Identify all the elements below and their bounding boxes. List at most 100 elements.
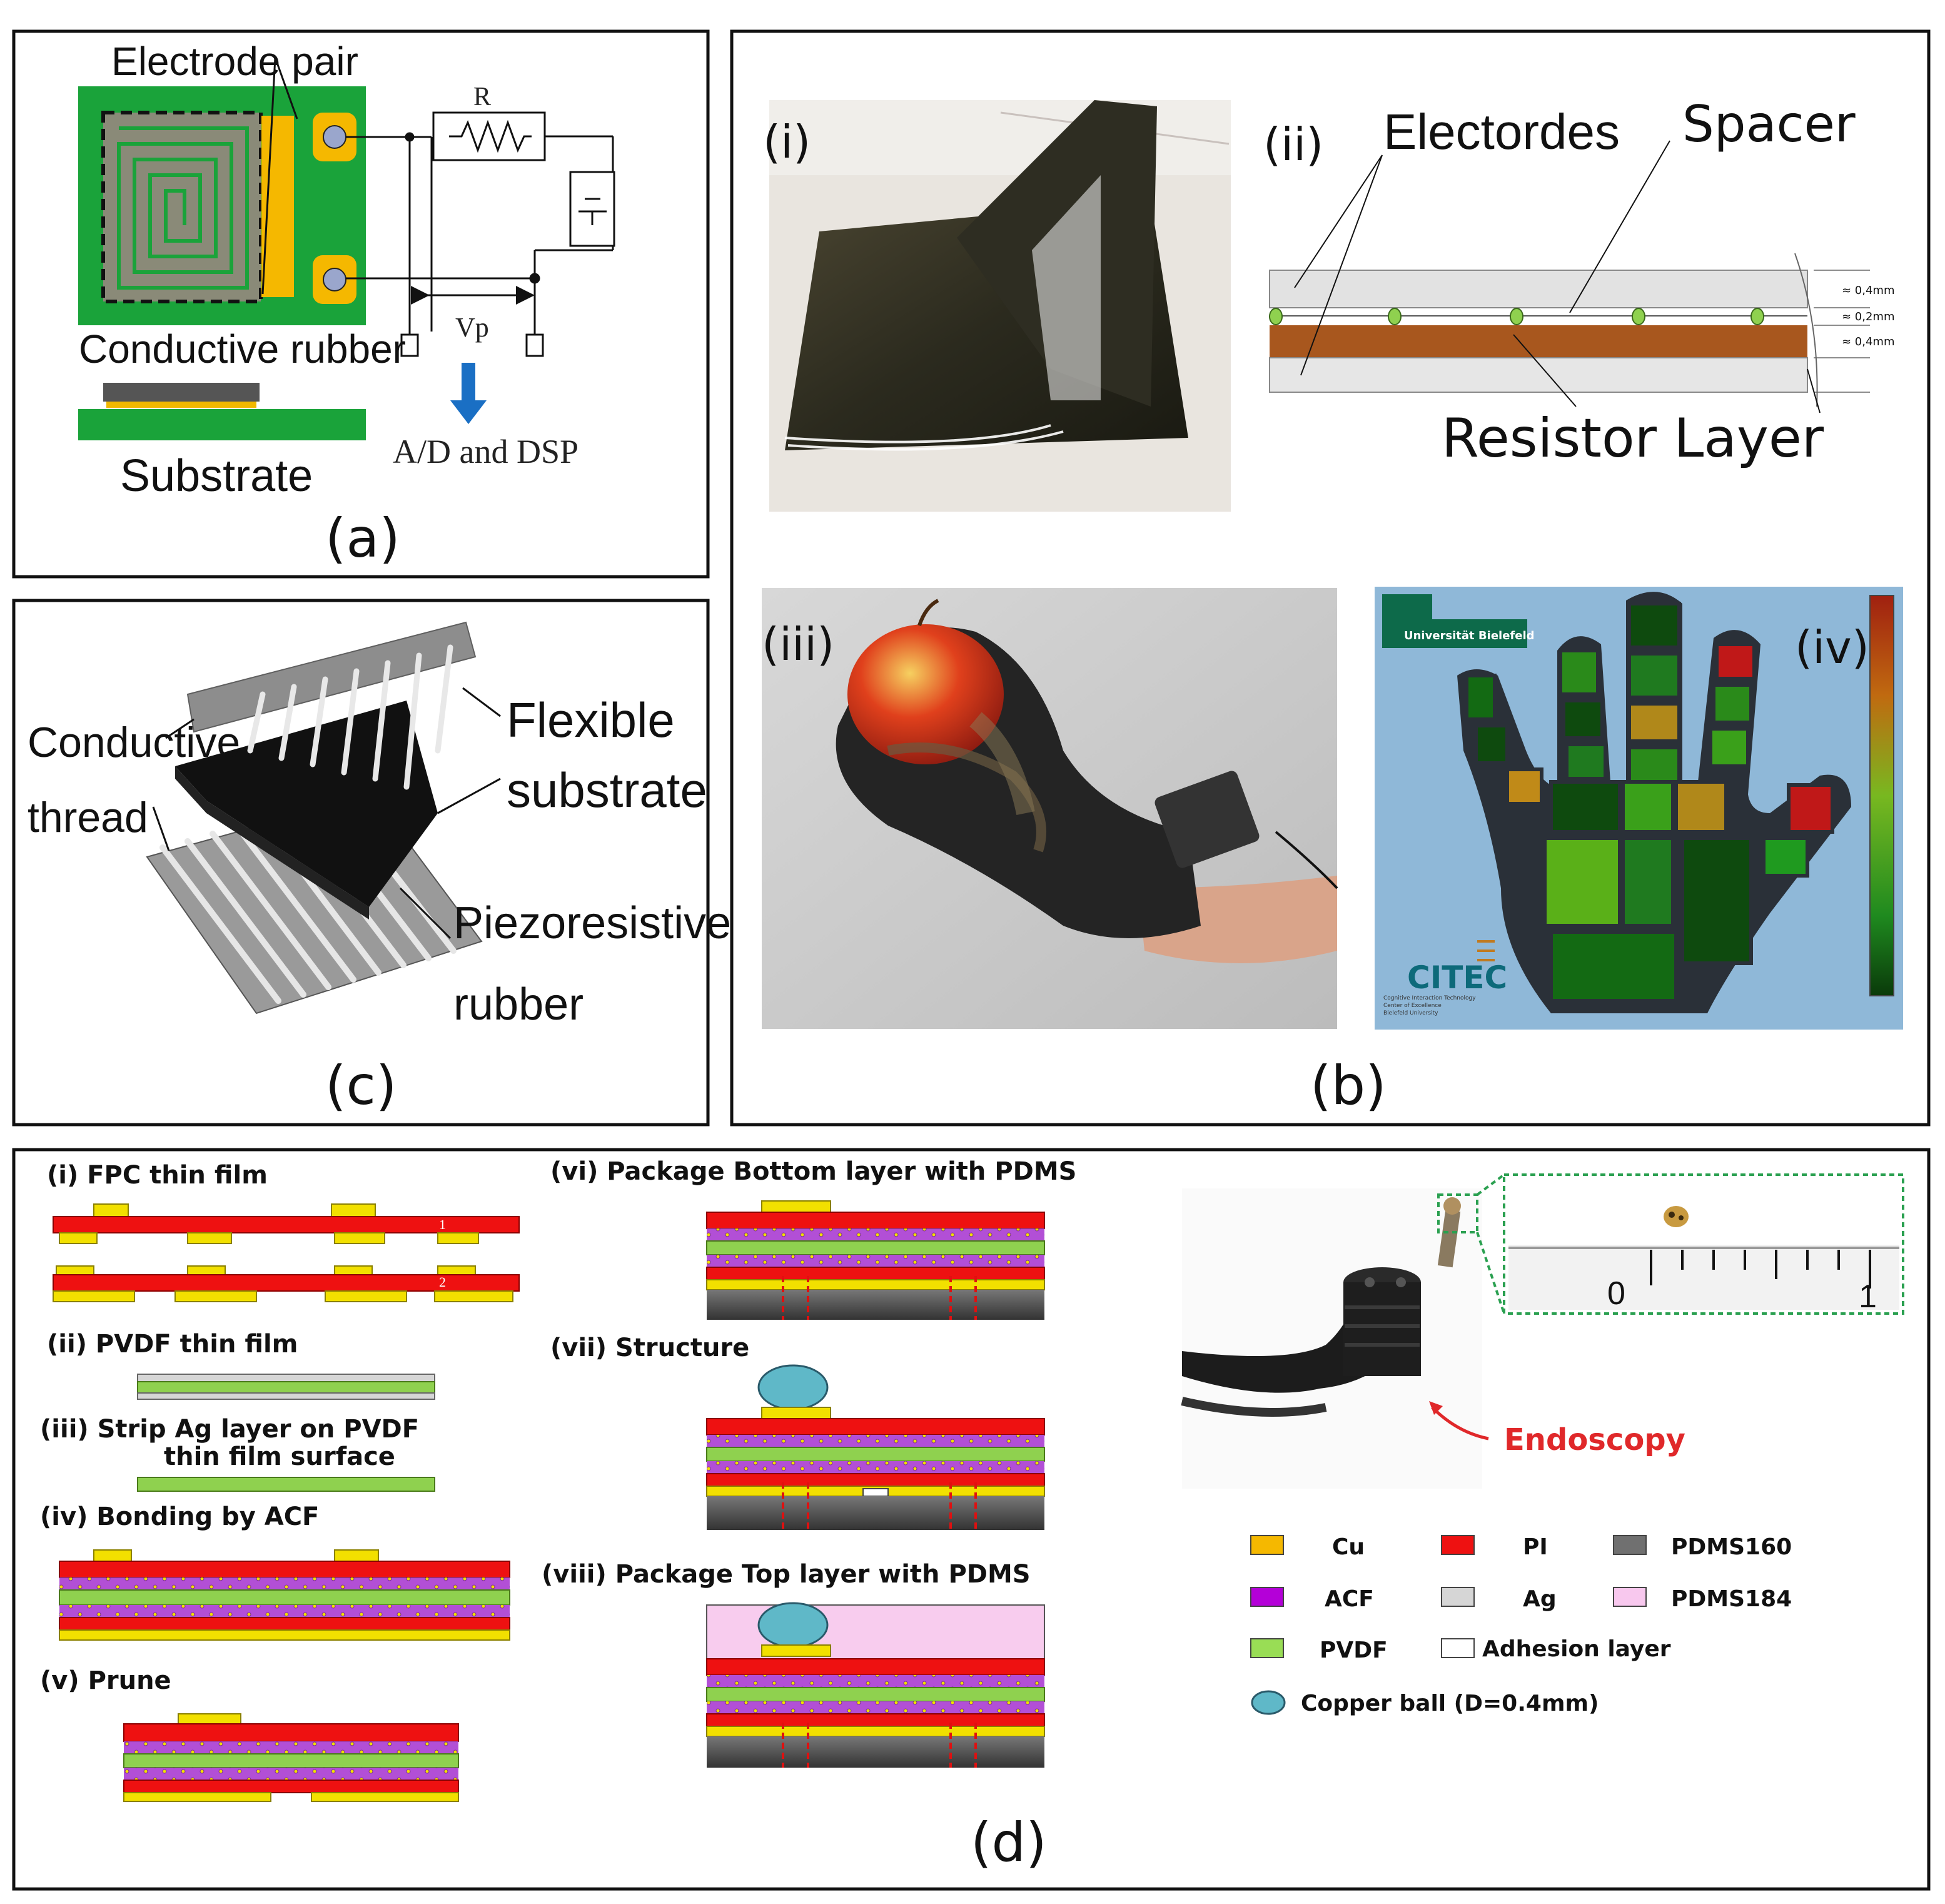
step-iii-label-2: thin film surface [164, 1442, 395, 1471]
legend-swatch-pvdf [1250, 1638, 1284, 1658]
logo-sub-text-3: Bielefeld University [1383, 1010, 1438, 1016]
top-substrate [186, 621, 477, 733]
conductive-thread-label-2: thread [28, 794, 148, 841]
top-package-stack [706, 1602, 1045, 1768]
pointer-line [165, 718, 194, 739]
panel-d: (i) FPC thin film (ii) PVDF thin film (i… [12, 1148, 1931, 1891]
spacer-label: Spacer [1682, 95, 1856, 153]
legend-pi: PI [1523, 1534, 1548, 1560]
legend-cu: Cu [1332, 1534, 1365, 1560]
panel-b: (i) [730, 29, 1931, 1127]
layer-stack-diagram [1269, 140, 1870, 413]
conductive-rubber-block [103, 383, 260, 402]
step-iv-label: (iv) Bonding by ACF [40, 1502, 319, 1531]
piezoresistive-label-1: Piezoresistive [453, 898, 731, 948]
stripped-pvdf [137, 1477, 435, 1492]
rubber-side [175, 766, 369, 919]
pointer-line [437, 777, 501, 814]
sub-i-label: (i) [763, 116, 811, 168]
top-threads [247, 644, 453, 790]
resistor-layer-label: Resistor Layer [1442, 407, 1824, 470]
dim-label-1: ≈ 0,4mm [1842, 284, 1895, 297]
endoscopy-label: Endoscopy [1504, 1422, 1685, 1457]
fabric-sensor-photo [769, 100, 1231, 512]
electrodes-label: Electordes [1383, 104, 1620, 160]
panel-a-frame [12, 29, 710, 579]
conductive-thread-label-1: Conductive [28, 719, 240, 766]
step-vi-label: (vi) Package Bottom layer with PDMS [550, 1157, 1076, 1186]
glove-apple-photo [762, 588, 1338, 1029]
fpc-film-2 [53, 1265, 520, 1302]
bottom-threads [159, 798, 457, 1004]
down-arrow-icon [450, 363, 487, 424]
legend-copper-ball: Copper ball (D=0.4mm) [1301, 1691, 1599, 1716]
vp-label: Vp [455, 312, 489, 343]
pad-hole-bottom [323, 268, 346, 291]
legend-swatch-ag [1441, 1587, 1475, 1607]
step-vii-label: (vii) Structure [550, 1334, 749, 1362]
panel-c: Conductive thread Flexible substrate Pie… [12, 599, 731, 1127]
panel-d-caption: (d) [971, 1811, 1047, 1874]
sub-ii-label: (ii) [1263, 118, 1323, 171]
legend-swatch-pdms184 [1613, 1587, 1647, 1607]
electrode-pair-label: Electrode pair [111, 39, 358, 84]
ruler-one-label: 1 [1859, 1279, 1877, 1315]
pointer-line [274, 57, 298, 119]
pointer-line [152, 806, 170, 851]
spiral-electrode-icon [117, 126, 249, 290]
legend-swatch-adhesion [1441, 1638, 1475, 1658]
legend-pdms160: PDMS160 [1671, 1534, 1792, 1560]
substrate-block [78, 409, 366, 440]
sensor-patches [1465, 602, 1834, 1003]
panel-c-frame [12, 599, 710, 1127]
sub-iv-label: (iv) [1795, 621, 1869, 674]
sub-iii-label: (iii) [762, 618, 834, 671]
pruned-stack [123, 1713, 459, 1802]
panel-d-frame [12, 1148, 1931, 1891]
pointer-line [261, 57, 276, 295]
panel-b-frame [730, 29, 1931, 1127]
logo-citec-text: CITEC [1407, 960, 1507, 996]
bottom-package-stack [706, 1200, 1045, 1320]
endoscopy-pointer [1431, 1406, 1489, 1441]
piezoresistive-label-2: rubber [453, 980, 584, 1030]
rubber-contacts [106, 402, 256, 408]
step-viii-label: (viii) Package Top layer with PDMS [542, 1560, 1031, 1589]
logo-university-text: Universität Bielefeld [1404, 629, 1535, 642]
bonded-stack [59, 1549, 510, 1641]
legend: Cu PI PDMS160 ACF Ag PDMS184 PVDF Adhesi… [1250, 1534, 1792, 1716]
conductive-rubber-label: Conductive rubber [79, 327, 406, 372]
readout-circuit [346, 111, 615, 357]
legend-swatch-cu [1250, 1535, 1284, 1555]
endoscope-photo [1181, 1188, 1482, 1489]
legend-swatch-pdms160 [1613, 1535, 1647, 1555]
dim-label-2: ≈ 0,2mm [1842, 310, 1895, 323]
legend-swatch-copper-ball [1251, 1690, 1286, 1715]
legend-pvdf: PVDF [1320, 1638, 1388, 1663]
structure-stack [706, 1364, 1045, 1530]
legend-acf: ACF [1325, 1586, 1374, 1612]
fpc-film-1 [53, 1203, 520, 1244]
step-i-label: (i) FPC thin film [47, 1161, 268, 1190]
logo-sub-text-1: Cognitive Interaction Technology [1383, 995, 1476, 1001]
citec-lines-icon [1477, 940, 1495, 961]
resistor-label: R [473, 83, 491, 111]
pointer-line [462, 687, 501, 717]
legend-pdms184: PDMS184 [1671, 1586, 1792, 1612]
pressure-map: Universität Bielefeld CITEC Cognitive In… [1375, 587, 1903, 1030]
film-number-1: 1 [439, 1217, 446, 1232]
adc-label: A/D and DSP [393, 433, 578, 470]
step-ii-label: (ii) PVDF thin film [47, 1330, 298, 1359]
dim-label-3: ≈ 0,4mm [1842, 335, 1895, 348]
flexible-substrate-label-2: substrate [507, 762, 707, 818]
substrate-label: Substrate [120, 451, 313, 501]
pointer-line [399, 887, 452, 939]
panel-c-caption: (c) [325, 1055, 397, 1117]
step-iii-label-1: (iii) Strip Ag layer on PVDF [40, 1415, 419, 1444]
pvdf-film [137, 1374, 435, 1400]
legend-ag: Ag [1523, 1586, 1557, 1612]
zoom-inset [1437, 1173, 1904, 1315]
ruler-zero-label: 0 [1607, 1275, 1625, 1312]
piezoresistive-rubber-block [175, 701, 438, 907]
